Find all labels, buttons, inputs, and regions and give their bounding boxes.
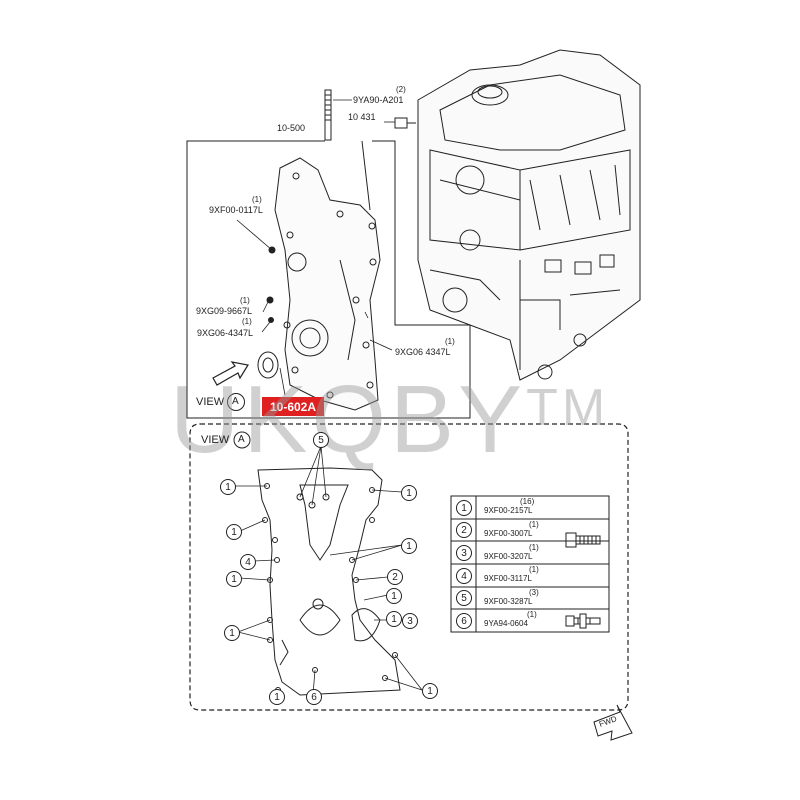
legend-part-6: 9YA94-0604 — [484, 619, 528, 628]
callout-1: 1 — [226, 524, 242, 540]
legend-qty-2: (1) — [529, 520, 539, 529]
timing-cover-upper — [274, 157, 381, 411]
legend-qty-1: (16) — [520, 497, 535, 506]
top-part-number: 9YA90-A201 — [353, 95, 404, 105]
bolt-icon-stud — [565, 613, 601, 629]
view-a-frame — [189, 423, 629, 711]
legend-qty-5: (3) — [529, 588, 539, 597]
left-part-3-qty: (1) — [242, 317, 252, 326]
view-a-letter: A — [238, 434, 245, 445]
callout-1: 1 — [269, 689, 285, 705]
callout-1: 1 — [224, 625, 240, 641]
assembly-label: 10-500 — [277, 123, 306, 133]
legend-part-4: 9XF00-3117L — [484, 574, 532, 583]
highlighted-part-badge[interactable]: 10-602A — [262, 397, 324, 416]
bolt-icon-flange — [565, 532, 601, 548]
callout-1: 1 — [226, 571, 242, 587]
right-part-qty: (1) — [445, 337, 455, 346]
callout-2: 2 — [387, 569, 403, 585]
watermark-tm: TM — [526, 379, 610, 437]
sensor-illustration — [394, 117, 416, 129]
legend-part-5: 9XF00-3287L — [484, 597, 533, 606]
view-arrow — [212, 361, 249, 386]
watermark-text: UKQBY — [170, 366, 527, 473]
upper-bolts — [266, 246, 276, 323]
legend-num-4: 4 — [456, 568, 472, 584]
timing-cover-view-a — [257, 467, 401, 696]
legend-qty-3: (1) — [529, 543, 539, 552]
callout-1: 1 — [386, 588, 402, 604]
callout-3: 3 — [402, 613, 418, 629]
watermark: UKQBYTM — [170, 372, 690, 468]
fwd-arrow-icon — [593, 704, 633, 741]
engine-block-illustration — [417, 49, 641, 381]
oil-seal-illustration — [257, 351, 279, 379]
callout-1: 1 — [401, 485, 417, 501]
right-part-number: 9XG06 4347L — [395, 347, 451, 357]
assembly-frame — [186, 140, 471, 419]
callout-4: 4 — [240, 554, 256, 570]
legend-qty-4: (1) — [529, 565, 539, 574]
stud-bolt — [324, 89, 332, 141]
legend-num-5: 5 — [456, 590, 472, 606]
callout-1: 1 — [422, 683, 438, 699]
left-part-2-qty: (1) — [240, 296, 250, 305]
callout-1: 1 — [220, 479, 236, 495]
legend-table — [450, 495, 610, 633]
left-part-2-number: 9XG09-9667L — [196, 306, 253, 316]
sensor-part-number: 10 431 — [348, 112, 376, 122]
legend-num-1: 1 — [456, 500, 472, 516]
legend-part-2: 9XF00-3007L — [484, 529, 533, 538]
left-part-1-qty: (1) — [252, 195, 262, 204]
view-label: VIEW — [196, 396, 225, 408]
legend-qty-6: (1) — [527, 610, 537, 619]
legend-num-6: 6 — [456, 613, 472, 629]
left-part-3-number: 9XG06-4347L — [197, 328, 254, 338]
callout-6: 6 — [306, 689, 322, 705]
legend-num-2: 2 — [456, 522, 472, 538]
legend-part-3: 9XF00-3207L — [484, 552, 533, 561]
view-letter: A — [232, 396, 239, 407]
callout-1: 1 — [401, 538, 417, 554]
view-a-title: VIEW — [201, 434, 230, 446]
callout-5: 5 — [313, 432, 329, 448]
top-part-qty: (2) — [396, 85, 406, 94]
callout-1: 1 — [386, 611, 402, 627]
legend-num-3: 3 — [456, 545, 472, 561]
legend-part-1: 9XF00-2157L — [484, 506, 533, 515]
left-part-1-number: 9XF00-0117L — [209, 205, 263, 215]
